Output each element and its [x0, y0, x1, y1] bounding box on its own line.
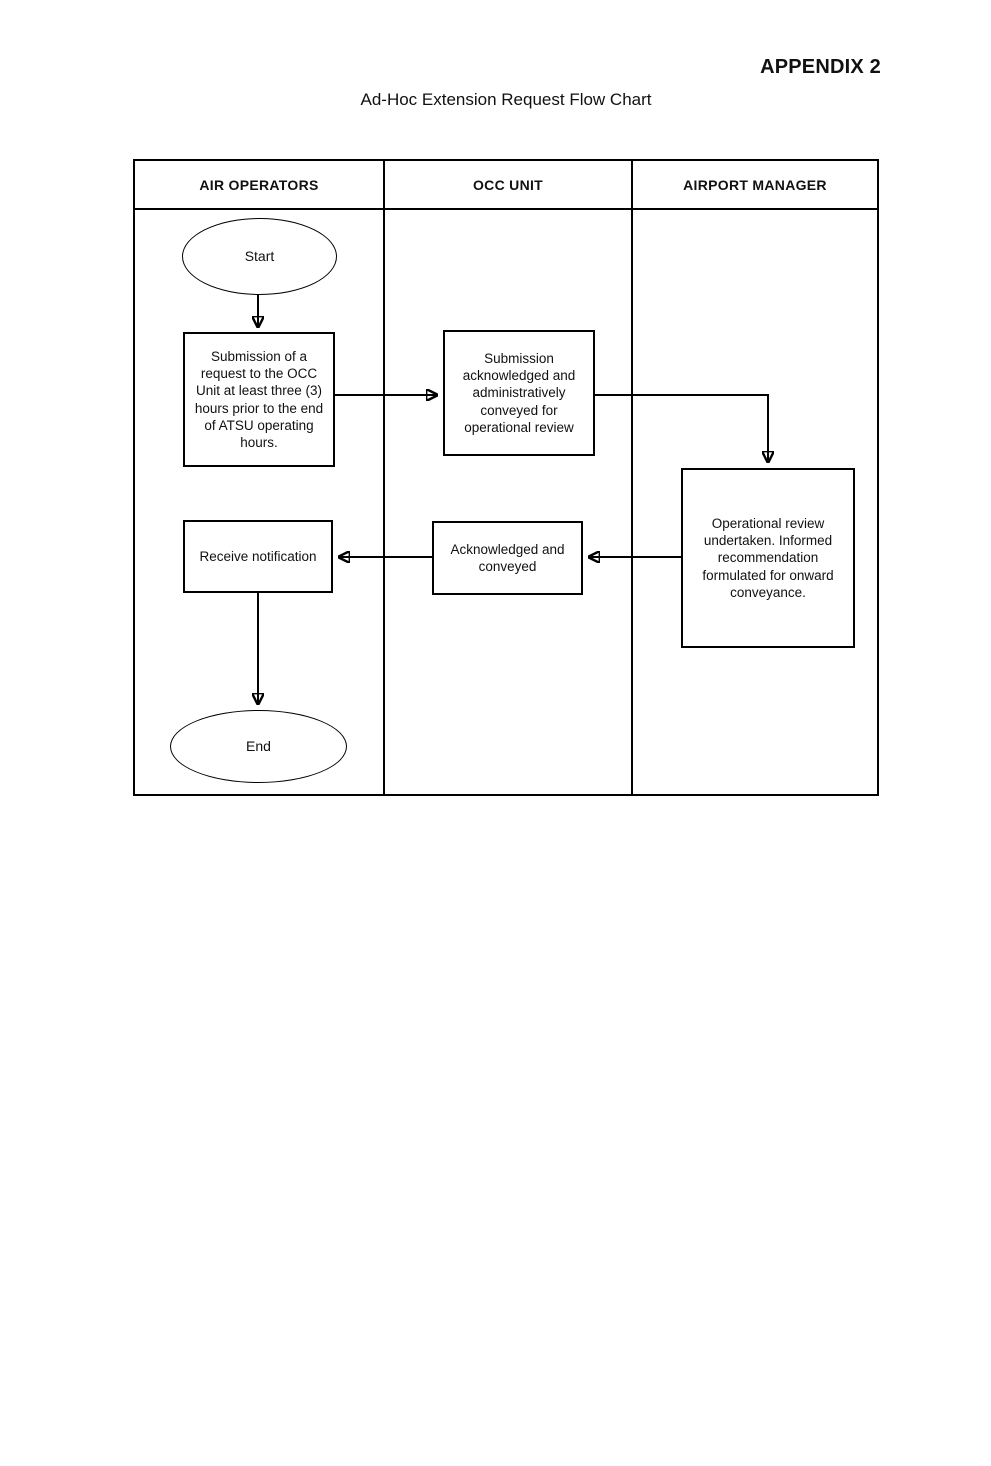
receive-notification-node: Receive notification [183, 520, 333, 593]
end-node: End [170, 710, 347, 783]
edge-submission-acknowledged-to-operational-review [595, 394, 768, 462]
appendix-label: APPENDIX 2 [760, 56, 881, 78]
lane-header-air-operators: AIR OPERATORS [199, 176, 319, 193]
lane-header-occ-unit: OCC UNIT [472, 176, 544, 193]
header-separator [135, 208, 877, 210]
operational-review-node: Operational review undertaken. Informed … [681, 468, 855, 648]
submit-request-node: Submission of a request to the OCC Unit … [183, 332, 335, 467]
submission-acknowledged-node: Submission acknowledged and administrati… [443, 330, 595, 456]
start-node: Start [182, 218, 337, 295]
lane-header-airport-manager: AIRPORT MANAGER [683, 176, 827, 193]
acknowledged-conveyed-node: Acknowledged and conveyed [432, 521, 583, 595]
page-title: Ad-Hoc Extension Request Flow Chart [360, 90, 652, 109]
lane-divider-1 [383, 161, 385, 794]
swimlane-table: AIR OPERATORS OCC UNIT AIRPORT MANAGER S… [133, 159, 879, 796]
lane-divider-2 [631, 161, 633, 794]
